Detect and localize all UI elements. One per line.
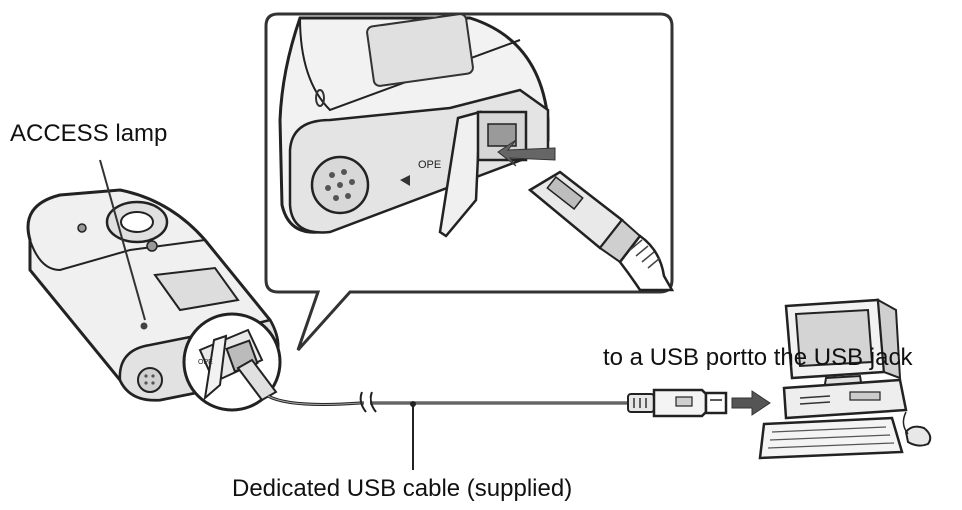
device-closeup: OPE bbox=[278, 13, 550, 238]
usb-cable-label: Dedicated USB cable (supplied) bbox=[232, 475, 573, 502]
open-arrow-mark bbox=[400, 175, 410, 186]
magnified-callout: OPE bbox=[264, 12, 675, 352]
player-display bbox=[153, 266, 240, 312]
desktop-computer bbox=[758, 298, 932, 460]
access-lamp bbox=[140, 322, 148, 330]
connect-arrow bbox=[731, 390, 771, 416]
system-unit bbox=[782, 378, 908, 420]
usb-port-label: to a USB portto the USB jack bbox=[603, 344, 913, 371]
access-lamp-leader bbox=[99, 159, 146, 321]
connection-detail-circle: OPE bbox=[182, 312, 282, 412]
device-display bbox=[366, 13, 474, 87]
mouse bbox=[904, 425, 932, 447]
access-lamp-label: ACCESS lamp bbox=[10, 120, 168, 147]
speaker-holes bbox=[325, 169, 355, 201]
player-speaker bbox=[137, 367, 163, 393]
usb-mini-plug bbox=[527, 170, 675, 292]
usb-a-plug bbox=[627, 388, 728, 418]
cable-break-mark bbox=[359, 391, 377, 413]
monitor-screen bbox=[794, 308, 874, 368]
insert-arrow bbox=[497, 139, 556, 167]
closeup-led bbox=[315, 89, 325, 107]
ope-mark: OPE bbox=[418, 159, 441, 171]
port-cover bbox=[438, 110, 482, 238]
svg-text:OPE: OPE bbox=[198, 359, 213, 366]
